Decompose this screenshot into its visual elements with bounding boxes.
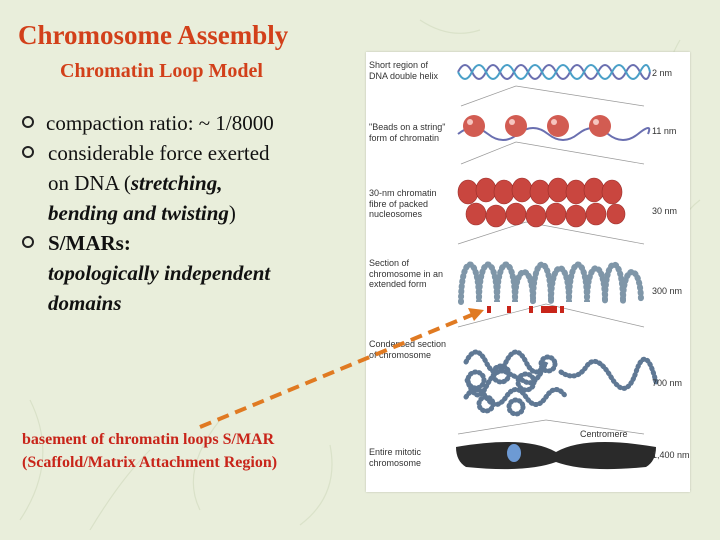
size-30nm: 30 nm [652, 206, 678, 216]
size-300nm: 300 nm [652, 286, 683, 296]
label-mitotic-chromosome: Entire mitotic chromosome [369, 447, 422, 468]
bullet-emphasis: stretching, [130, 171, 223, 195]
chromatin-illustration [456, 64, 659, 470]
smar-caption: basement of chromatin loops S/MAR (Scaff… [22, 428, 352, 474]
slide-title: Chromosome Assembly [18, 20, 289, 50]
dna-double-helix [457, 64, 651, 80]
extended-chromosome-loops [458, 261, 644, 305]
bullet-text-part: ) [228, 201, 236, 225]
30nm-fibre [457, 177, 626, 228]
bullet-text: S/MARs: [48, 231, 131, 255]
size-2nm: 2 nm [652, 68, 673, 78]
beads-on-string [457, 115, 651, 141]
bullet-text-part: on DNA ( [48, 171, 131, 195]
condensed-section [463, 349, 659, 417]
bullet-list: compaction ratio: ~ 1/8000 considerable … [20, 108, 360, 318]
size-1400nm: 1,400 nm [652, 450, 690, 460]
bullet-emphasis: domains [48, 291, 122, 315]
bullet-text-line: bending and twisting) [46, 198, 360, 228]
bullet-circle-icon [22, 146, 34, 158]
caption-line: (Scaffold/Matrix Attachment Region) [22, 454, 278, 471]
label-30nm-fibre: 30-nm chromatin fibre of packed nucleoso… [369, 188, 437, 219]
size-700nm: 700 nm [652, 378, 683, 388]
bullet-force-exerted: considerable force exerted on DNA (stret… [20, 138, 360, 228]
label-extended-section: Section of chromosome in an extended for… [369, 258, 444, 289]
bullet-text-line: on DNA (stretching, [46, 168, 360, 198]
bullet-text: compaction ratio: ~ 1/8000 [46, 111, 274, 135]
label-beads-on-string: "Beads on a string" form of chromatin [369, 122, 446, 143]
bullet-emphasis: topologically independent [48, 261, 271, 285]
slide-subtitle: Chromatin Loop Model [60, 60, 263, 82]
bullet-emphasis: bending and twisting [48, 201, 229, 225]
centromere-label: Centromere [580, 429, 628, 439]
size-11nm: 11 nm [652, 126, 677, 136]
chromatin-figure: Short region of DNA double helix "Beads … [366, 52, 690, 492]
caption-line: basement of chromatin loops S/MAR [22, 431, 275, 448]
bullet-compaction-ratio: compaction ratio: ~ 1/8000 [20, 108, 360, 138]
label-condensed-section: Condensed section of chromosome [369, 339, 447, 360]
label-dna-helix: Short region of DNA double helix [369, 60, 439, 81]
mitotic-chromosome [456, 442, 656, 470]
bullet-smars: S/MARs: topologically independent domain… [20, 228, 360, 318]
bullet-circle-icon [22, 116, 34, 128]
bullet-circle-icon [22, 236, 34, 248]
bullet-text: considerable force exerted [48, 141, 270, 165]
